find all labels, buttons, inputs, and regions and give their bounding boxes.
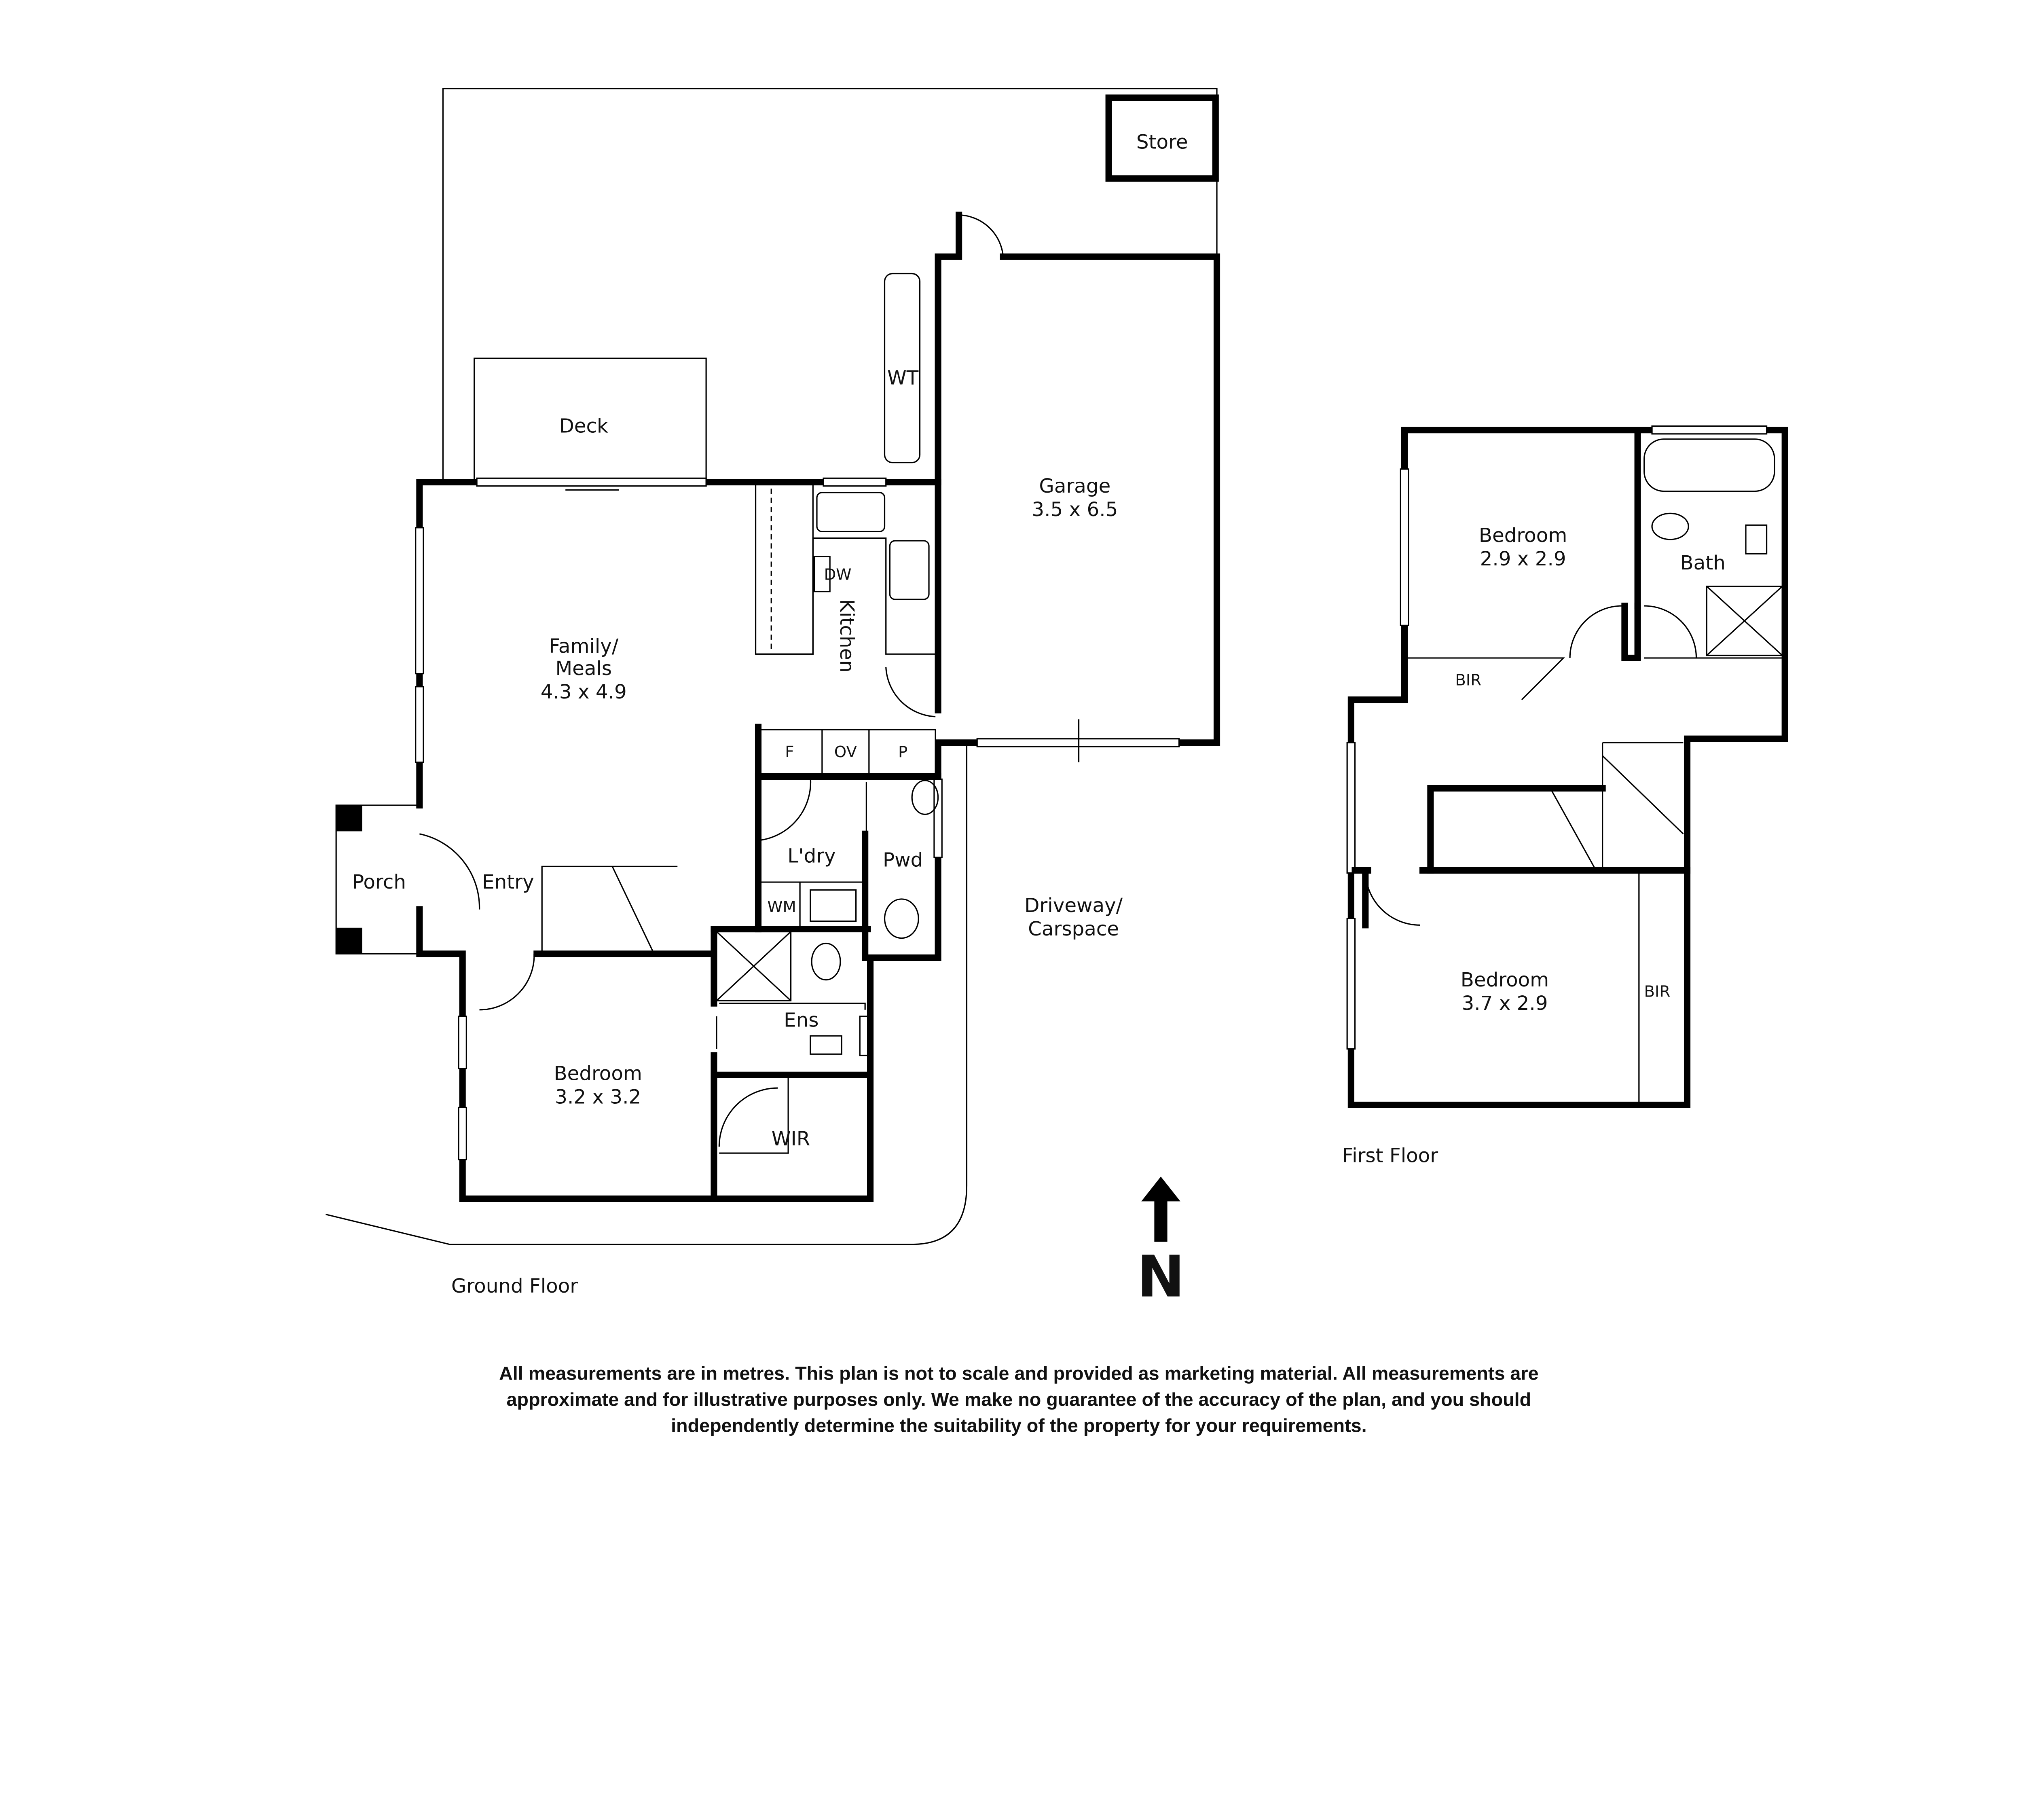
store-label: Store	[1136, 131, 1188, 153]
bir-label: BIR	[1644, 983, 1671, 1001]
floor-plan: Store Deck WT Garage 3.5 x 6.5 Family/ M…	[326, 88, 1788, 1436]
ground-floor-title: Ground Floor	[451, 1275, 578, 1297]
disclaimer-line-3: independently determine the suitability …	[671, 1415, 1366, 1436]
north-label: N	[1137, 1244, 1185, 1310]
shower-icon	[716, 931, 792, 1001]
deck-label: Deck	[559, 415, 608, 438]
porch-label: Porch	[352, 871, 406, 893]
first-bedroom-label: Bedroom	[1479, 524, 1567, 547]
bath-label: Bath	[1680, 552, 1726, 574]
bedroom-dimensions: 3.2 x 3.2	[555, 1086, 641, 1109]
wm-label: WM	[767, 898, 796, 916]
laundry-label: L'dry	[787, 845, 835, 868]
oven-label: OV	[834, 743, 857, 761]
second-bedroom-dimensions: 3.7 x 2.9	[1462, 992, 1548, 1015]
wir-label: WIR	[772, 1128, 810, 1150]
toilet-icon	[884, 898, 919, 939]
pantry-label: P	[898, 743, 907, 761]
north-arrow-icon	[1141, 1177, 1180, 1242]
basin-icon	[911, 780, 939, 815]
carspace-label: Carspace	[1028, 918, 1119, 940]
toilet-icon	[1651, 512, 1689, 540]
porch-post	[336, 927, 362, 954]
bathtub-icon	[1643, 438, 1775, 492]
first-bedroom-dimensions: 2.9 x 2.9	[1480, 548, 1566, 570]
shower-icon	[1706, 586, 1783, 656]
fridge-label: F	[785, 743, 794, 761]
family-dimensions: 4.3 x 4.9	[541, 681, 627, 703]
bedroom-label: Bedroom	[554, 1062, 642, 1085]
wt-label: WT	[887, 366, 919, 389]
entry-label: Entry	[482, 871, 534, 893]
first-floor-plan	[1346, 425, 1788, 1109]
store-room	[1105, 94, 1219, 182]
powder-label: Pwd	[883, 849, 923, 871]
cooktop-icon	[889, 540, 930, 600]
disclaimer-line-1: All measurements are in metres. This pla…	[499, 1363, 1538, 1384]
garage-dimensions: 3.5 x 6.5	[1032, 498, 1118, 521]
ground-floor-plan	[326, 88, 1220, 1245]
bir-label: BIR	[1455, 671, 1481, 690]
porch-post	[336, 805, 362, 832]
sink-icon	[816, 492, 886, 533]
disclaimer-line-2: approximate and for illustrative purpose…	[506, 1389, 1531, 1410]
first-floor-title: First Floor	[1342, 1145, 1438, 1167]
kitchen-label: Kitchen	[835, 599, 858, 673]
meals-label: Meals	[555, 657, 612, 680]
water-tank	[884, 273, 921, 463]
second-bedroom-label: Bedroom	[1461, 969, 1549, 991]
dw-label: DW	[824, 566, 852, 584]
family-label: Family/	[549, 635, 618, 658]
garage-label: Garage	[1039, 475, 1110, 497]
ensuite-label: Ens	[784, 1009, 819, 1032]
driveway-label: Driveway/	[1024, 894, 1123, 917]
